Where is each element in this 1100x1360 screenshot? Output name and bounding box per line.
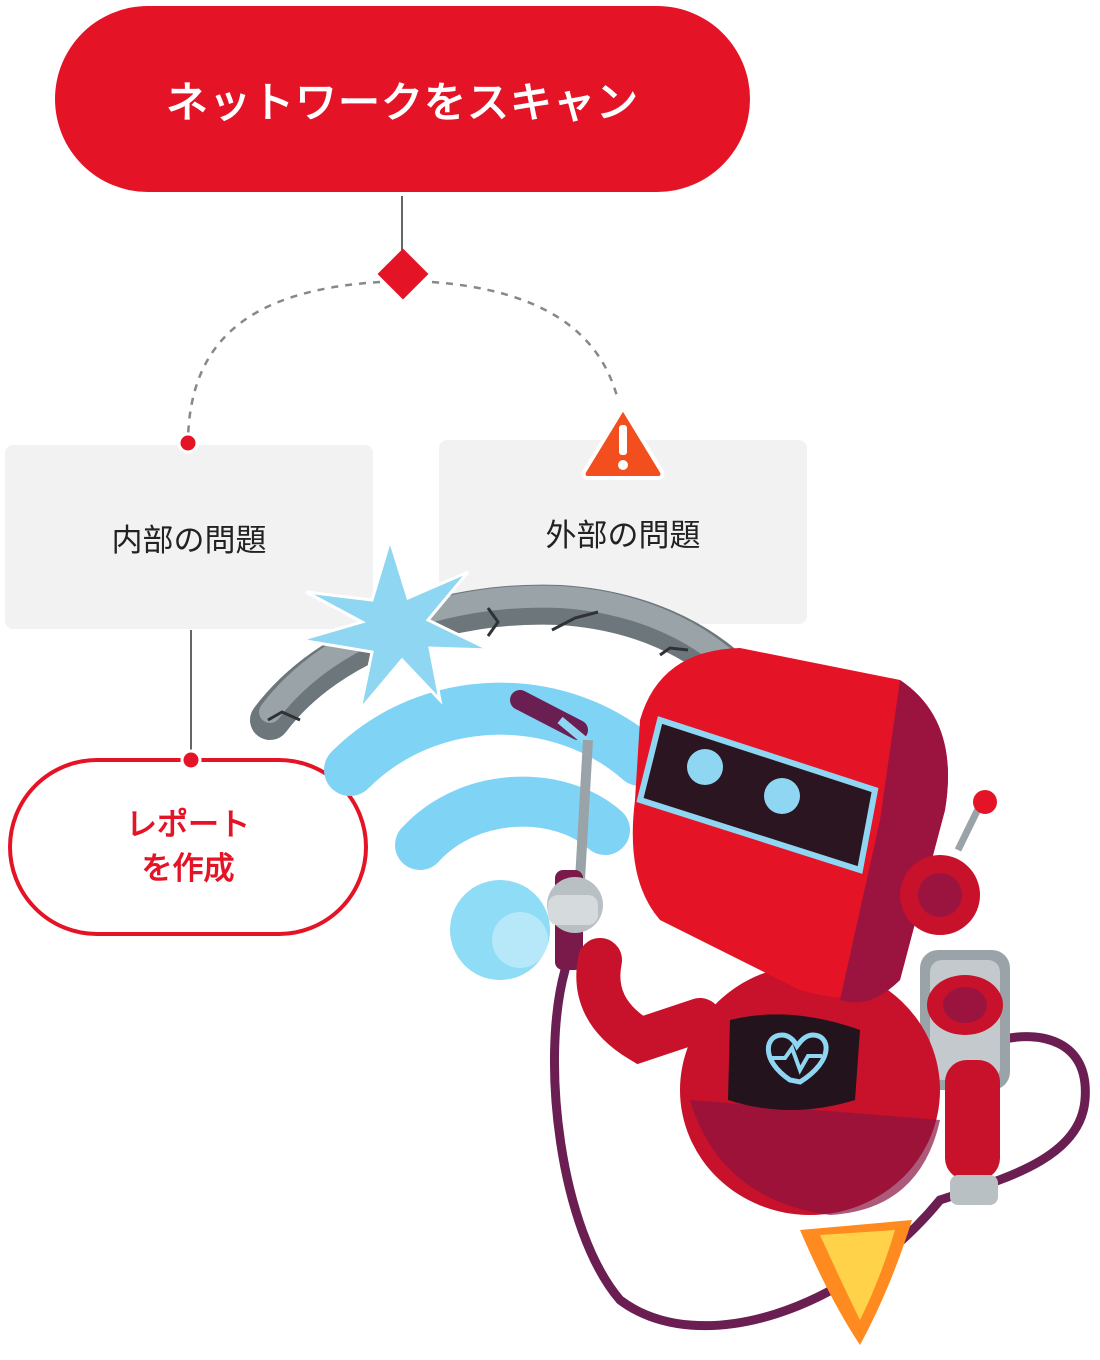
report-connector-dot [180, 749, 202, 771]
diamond-icon [377, 248, 429, 300]
scan-network-label: ネットワークをスキャン [165, 77, 639, 127]
dashed-branch-external [431, 280, 620, 401]
warning-triangle-icon [581, 406, 665, 480]
external-issue-label: 外部の問題 [545, 517, 701, 554]
create-report-label: レポートを作成 [126, 807, 250, 887]
create-report-node: レポートを作成 [8, 758, 368, 936]
broken-signal-arc [250, 584, 760, 740]
internal-branch-dot [177, 432, 199, 454]
internal-issue-node: 内部の問題 [5, 445, 373, 629]
internal-issue-label: 内部の問題 [111, 522, 267, 559]
rocket-flame [800, 1220, 912, 1345]
scan-network-node: ネットワークをスキャン [55, 6, 750, 192]
welding-spark [299, 534, 491, 711]
heart-pulse-icon [765, 1032, 829, 1085]
dashed-branch-internal [186, 280, 381, 441]
robot-welder [547, 648, 1010, 1215]
